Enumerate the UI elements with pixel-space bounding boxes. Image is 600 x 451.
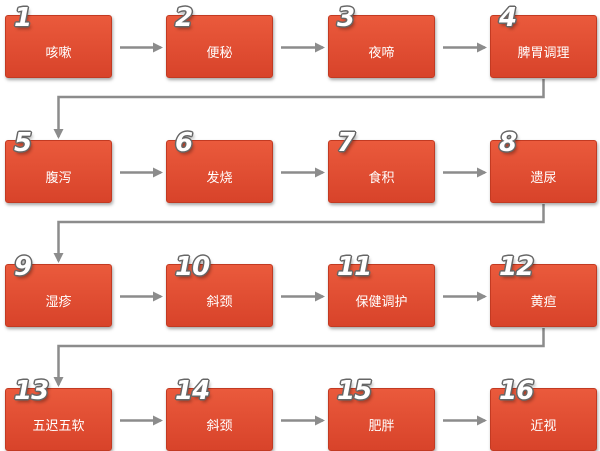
step-number: 2 <box>175 3 193 33</box>
step-number: 12 <box>499 252 534 282</box>
step-label: 腹泻 <box>45 171 72 186</box>
step-box: 斜颈 10 <box>166 254 273 327</box>
step-number: 3 <box>337 3 355 33</box>
step-label: 便秘 <box>206 46 233 61</box>
step-label: 夜啼 <box>368 46 395 61</box>
step-box: 夜啼 3 <box>328 5 435 78</box>
step-label: 斜颈 <box>206 295 233 310</box>
step-label: 湿疹 <box>45 295 72 310</box>
step-number: 5 <box>14 128 32 158</box>
step-number: 14 <box>175 376 210 406</box>
step-number: 8 <box>499 128 517 158</box>
step-label: 遗尿 <box>530 171 557 186</box>
arrow-wrap <box>53 204 545 263</box>
step-number: 6 <box>175 128 193 158</box>
step-box: 保健调护 11 <box>328 254 435 327</box>
step-number: 13 <box>14 376 49 406</box>
step-box: 遗尿 8 <box>490 130 597 203</box>
step-box: 黄疸 12 <box>490 254 597 327</box>
step-label: 咳嗽 <box>45 46 72 61</box>
step-number: 11 <box>337 252 372 282</box>
step-box: 腹泻 5 <box>5 130 112 203</box>
step-box: 五迟五软 13 <box>5 378 112 451</box>
step-label: 肥胖 <box>368 419 395 434</box>
step-box: 肥胖 15 <box>328 378 435 451</box>
step-label: 斜颈 <box>206 419 233 434</box>
step-number: 15 <box>337 376 372 406</box>
step-box: 发烧 6 <box>166 130 273 203</box>
step-number: 7 <box>337 128 355 158</box>
step-label: 发烧 <box>206 171 233 186</box>
step-number: 1 <box>14 3 32 33</box>
step-number: 10 <box>175 252 210 282</box>
step-label: 食积 <box>368 171 395 186</box>
step-box: 近视 16 <box>490 378 597 451</box>
step-label: 脾胃调理 <box>517 46 570 61</box>
arrow-wrap <box>53 328 545 387</box>
step-box: 便秘 2 <box>166 5 273 78</box>
step-label: 五迟五软 <box>32 419 85 434</box>
step-box: 咳嗽 1 <box>5 5 112 78</box>
step-label: 黄疸 <box>530 295 557 310</box>
step-number: 4 <box>499 3 517 33</box>
step-label: 保健调护 <box>355 295 408 310</box>
step-box: 湿疹 9 <box>5 254 112 327</box>
arrow-wrap <box>53 79 545 139</box>
step-number: 9 <box>14 252 32 282</box>
step-box: 食积 7 <box>328 130 435 203</box>
step-box: 斜颈 14 <box>166 378 273 451</box>
step-number: 16 <box>499 376 534 406</box>
step-label: 近视 <box>530 419 557 434</box>
